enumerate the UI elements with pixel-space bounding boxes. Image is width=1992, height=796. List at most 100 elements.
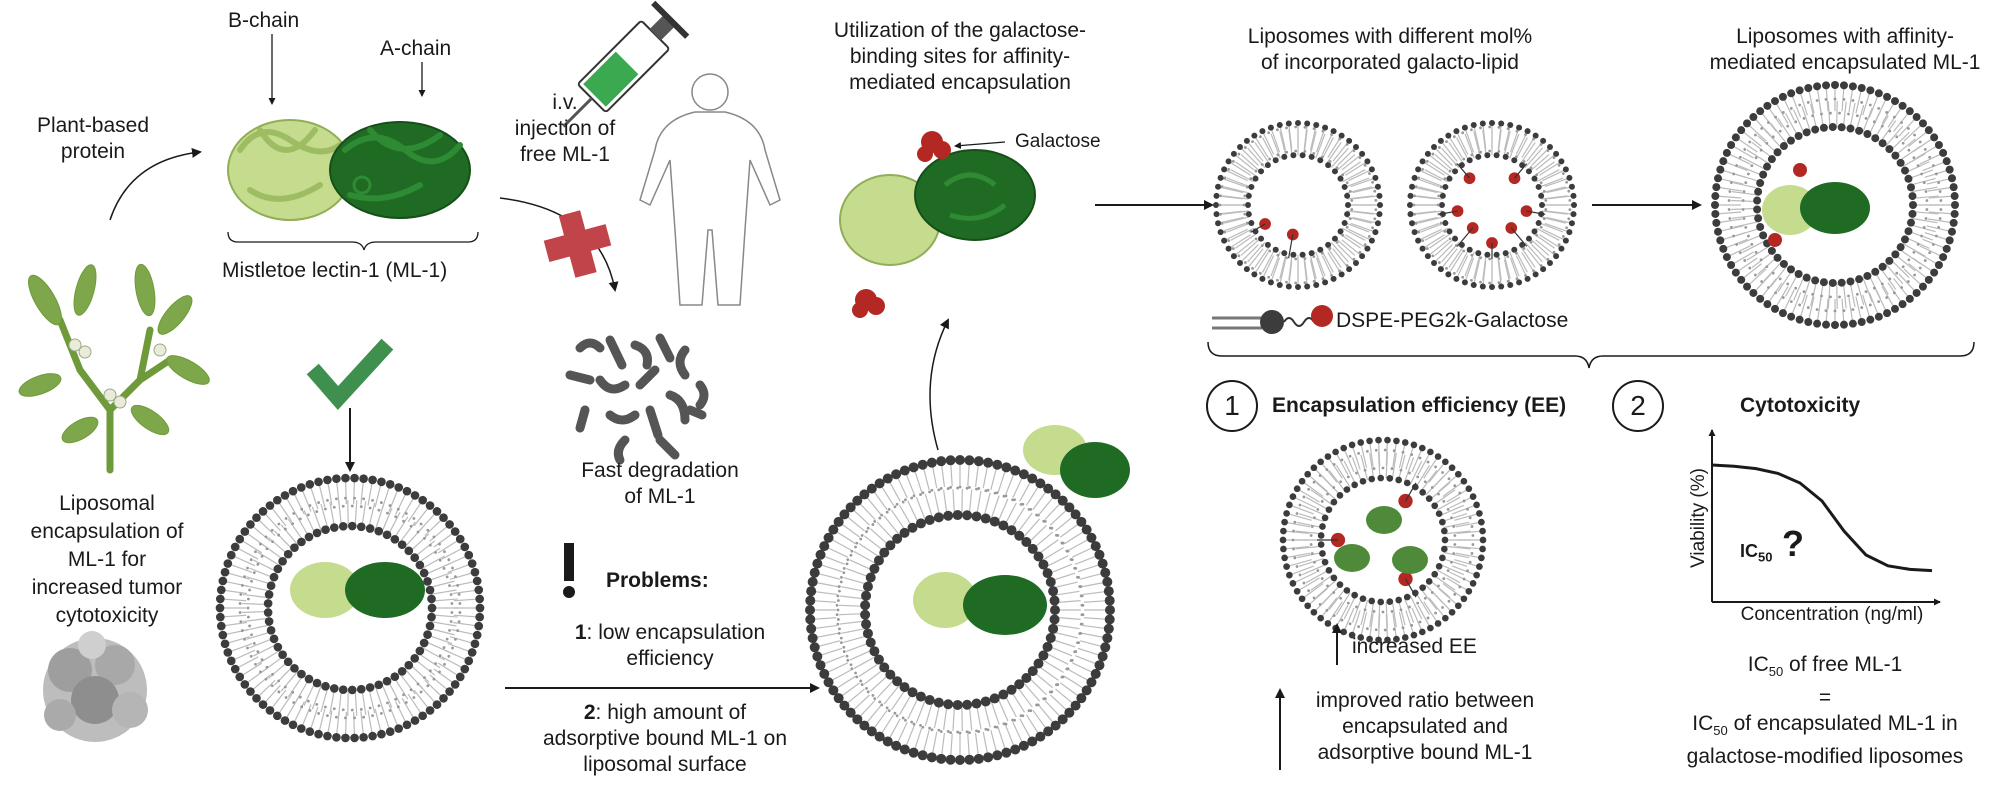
lipid-head bbox=[1475, 153, 1482, 160]
lipid-head bbox=[1319, 550, 1326, 557]
lipid-head bbox=[1213, 192, 1220, 199]
degraded-fragments-icon bbox=[565, 333, 709, 465]
lipid-head bbox=[1415, 237, 1422, 244]
lipid-head bbox=[1366, 635, 1373, 643]
lipid-head bbox=[1403, 479, 1411, 487]
lipid-head bbox=[1330, 498, 1338, 506]
lipid-head bbox=[404, 546, 414, 556]
lipid-head bbox=[266, 625, 276, 635]
lipid-head bbox=[1431, 502, 1439, 510]
lipid-head bbox=[1570, 211, 1577, 218]
lipid-head bbox=[1866, 315, 1875, 324]
lipid-head bbox=[1731, 133, 1740, 142]
lipid-head bbox=[1934, 261, 1943, 269]
lipid-head bbox=[1558, 245, 1565, 252]
lipid-head bbox=[1038, 559, 1049, 570]
lipid-head bbox=[1090, 541, 1101, 552]
lipid-head bbox=[1470, 122, 1477, 129]
lipid-head bbox=[1562, 237, 1569, 244]
lipid-head bbox=[1731, 268, 1740, 277]
problem-2-number: 2 bbox=[583, 701, 596, 724]
lipid-head bbox=[1308, 250, 1315, 257]
lipid-head bbox=[945, 455, 956, 466]
lipid-head bbox=[936, 456, 947, 467]
lipid-head bbox=[423, 630, 432, 639]
lipid-head bbox=[1272, 157, 1279, 164]
lipid-head bbox=[1217, 229, 1224, 236]
galactose-ligand bbox=[1398, 571, 1413, 587]
lipid-head bbox=[873, 555, 884, 566]
lipid-head bbox=[1094, 660, 1105, 671]
galactose-ligand bbox=[1451, 205, 1464, 217]
ic50-encap-text: galactose-modified liposomes bbox=[1686, 745, 1964, 769]
lipid-head bbox=[1759, 170, 1768, 179]
lipid-head bbox=[1934, 141, 1943, 149]
lipid-head bbox=[283, 657, 293, 667]
step-2-circle: 2 bbox=[1612, 380, 1664, 432]
lipid-head bbox=[983, 457, 994, 468]
problem-2: 2: high amount of adsorptive bound ML-1 … bbox=[510, 700, 820, 778]
lipid-head bbox=[964, 455, 975, 466]
lipid-head bbox=[341, 473, 350, 483]
lipid-head bbox=[879, 662, 890, 673]
lipid-head bbox=[812, 558, 823, 569]
improved-ratio-line: adsorptive bound ML-1 bbox=[1317, 741, 1533, 764]
lipid-head bbox=[1546, 259, 1553, 266]
lipid-head bbox=[1813, 82, 1822, 91]
lipid-head bbox=[419, 568, 429, 578]
lipid-head bbox=[338, 521, 348, 531]
lipid-head bbox=[359, 474, 368, 484]
lipid-head bbox=[815, 549, 826, 560]
lipid-head bbox=[1716, 165, 1725, 174]
lipid-head bbox=[1027, 473, 1038, 484]
lipid-head bbox=[1343, 486, 1351, 493]
lipid-head bbox=[1719, 157, 1728, 166]
lipid-head bbox=[1018, 469, 1029, 480]
lipid-head bbox=[1338, 132, 1345, 139]
lipid-head bbox=[1479, 527, 1486, 535]
lipid-head bbox=[341, 733, 350, 743]
lipid-head bbox=[1898, 101, 1907, 110]
lipid-head bbox=[1384, 636, 1391, 644]
lipid-head bbox=[223, 559, 233, 568]
lipid-head bbox=[1104, 614, 1115, 625]
lipid-head bbox=[265, 501, 275, 510]
lipid-head bbox=[998, 520, 1009, 531]
lipid-head bbox=[1466, 246, 1473, 253]
ic-sub: 50 bbox=[1713, 723, 1728, 739]
lipid-head bbox=[415, 646, 425, 656]
lipid-head bbox=[805, 614, 816, 625]
lipid-head bbox=[1454, 470, 1462, 478]
lipid-head bbox=[1105, 605, 1115, 615]
ic-prefix: IC bbox=[1747, 653, 1769, 676]
lipid-head bbox=[1918, 119, 1927, 128]
degradation-label: Fast degradation of ML-1 bbox=[560, 458, 760, 510]
lipid-head bbox=[1874, 89, 1883, 98]
lipid-head bbox=[1912, 113, 1921, 122]
lipid-head bbox=[397, 540, 407, 550]
lipid-head bbox=[1754, 187, 1763, 196]
lipid-head bbox=[1756, 294, 1765, 303]
lipid-head bbox=[1924, 275, 1933, 284]
lipid-head bbox=[1878, 262, 1887, 271]
lipid-head bbox=[1403, 593, 1411, 601]
lipid-head bbox=[1442, 220, 1449, 227]
lipid-head bbox=[1038, 650, 1049, 661]
lipid-head bbox=[892, 533, 903, 544]
lipid-head bbox=[1754, 214, 1763, 223]
lipid-head bbox=[1453, 128, 1460, 135]
lipid-head bbox=[455, 534, 465, 544]
lipid-head bbox=[475, 603, 485, 613]
liposomal-encapsulation-label: Liposomal encapsulation of ML-1 for incr… bbox=[12, 490, 202, 630]
lipid-head bbox=[265, 706, 275, 715]
lipid-head bbox=[812, 651, 823, 662]
lipid-head bbox=[1811, 125, 1820, 134]
lipid-head bbox=[1756, 222, 1765, 231]
lipid-head bbox=[1317, 532, 1325, 539]
lipid-head bbox=[917, 459, 928, 470]
lipid-head bbox=[1568, 183, 1575, 190]
lipid-head bbox=[1461, 279, 1468, 286]
liposomal-line: encapsulation of bbox=[30, 520, 184, 543]
lipid-head bbox=[860, 600, 871, 611]
lipid-head bbox=[1097, 558, 1108, 569]
